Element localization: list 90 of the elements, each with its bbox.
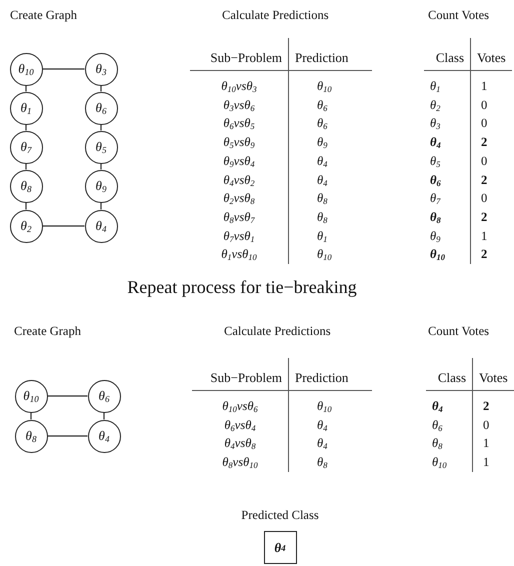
prediction-text: θ$_{10}$ xyxy=(317,399,332,413)
sub-problem-text: θ$_{3}$vsθ$_{6}$ xyxy=(223,98,255,112)
prediction-text: θ$_{4}$ xyxy=(317,154,328,168)
prediction-text: θ$_{6}$ xyxy=(317,116,328,130)
graph-node-circle: θ$_{5}$ xyxy=(84,130,118,164)
vote-count: 1 xyxy=(483,436,490,450)
vote-count: 0 xyxy=(483,418,490,432)
graph-node-circle: θ$_{7}$ xyxy=(10,130,42,164)
vote-count: 1 xyxy=(483,455,490,470)
vote-count: 0 xyxy=(481,191,488,206)
graph-node-circle: θ$_{6}$ xyxy=(84,92,118,124)
column-header: Prediction xyxy=(288,358,372,391)
class-text: θ$_{3}$ xyxy=(430,116,440,130)
graph-node-circle: θ$_{4}$ xyxy=(84,210,118,242)
section-heading: Calculate Predictions xyxy=(224,324,331,339)
vote-count: 2 xyxy=(481,172,488,187)
sub-problem-text: θ$_{10}$vsθ$_{3}$ xyxy=(221,79,257,93)
sub-problem-text: θ$_{6}$vsθ$_{4}$ xyxy=(224,418,256,432)
column-header: Class xyxy=(426,358,472,391)
section-heading: Count Votes xyxy=(428,324,490,339)
sub-problem-text: θ$_{4}$vsθ$_{8}$ xyxy=(224,436,256,450)
connector-line xyxy=(48,395,88,397)
graph-node-circle: θ$_{8}$ xyxy=(14,420,48,452)
vote-count: 1 xyxy=(481,79,488,93)
prediction-text: θ$_{10}$ xyxy=(317,247,332,262)
graph-node-circle: θ$_{4}$ xyxy=(88,420,120,452)
class-text: θ$_{8}$ xyxy=(432,436,442,450)
sub-problem-text: θ$_{4}$vsθ$_{2}$ xyxy=(223,172,255,187)
sub-problem-text: θ$_{2}$vsθ$_{8}$ xyxy=(223,191,255,206)
vote-count: 2 xyxy=(481,247,488,262)
graph-node-circle: θ$_{9}$ xyxy=(84,170,118,202)
prediction-text: θ$_{1}$ xyxy=(317,228,328,243)
sub-problem-text: θ$_{5}$vsθ$_{9}$ xyxy=(223,135,255,150)
section-heading: Count Votes xyxy=(428,8,490,23)
vote-count: 0 xyxy=(481,116,488,130)
class-text: θ$_{10}$ xyxy=(430,247,445,262)
title: Repeat process for tie−breaking xyxy=(127,277,357,297)
graph-node-circle: θ$_{10}$ xyxy=(10,52,42,86)
sub-problem-text: θ$_{8}$vsθ$_{7}$ xyxy=(223,210,255,224)
class-text: θ$_{5}$ xyxy=(430,154,440,168)
connector-line xyxy=(48,435,88,437)
class-text: θ$_{10}$ xyxy=(432,455,447,470)
column-header: Sub−Problem xyxy=(190,38,288,71)
column-header: Prediction xyxy=(288,38,372,71)
prediction-text: θ$_{8}$ xyxy=(317,210,328,224)
sub-problem-text: θ$_{9}$vsθ$_{4}$ xyxy=(223,154,255,168)
column-header: Class xyxy=(424,38,470,71)
graph-node-circle: θ$_{1}$ xyxy=(10,92,42,124)
class-text: θ$_{2}$ xyxy=(430,98,440,112)
column-header: Votes xyxy=(472,358,514,391)
prediction-text: θ$_{8}$ xyxy=(317,455,328,470)
sub-problem-text: θ$_{7}$vsθ$_{1}$ xyxy=(223,228,255,243)
vote-count: 1 xyxy=(481,228,488,243)
sub-problem-text: θ$_{10}$vsθ$_{6}$ xyxy=(222,399,258,413)
sub-problem-text: θ$_{6}$vsθ$_{5}$ xyxy=(223,116,255,130)
class-text: θ$_{6}$ xyxy=(430,172,441,187)
class-text: θ$_{6}$ xyxy=(432,418,442,432)
connector-line xyxy=(42,225,84,227)
prediction-text: θ$_{8}$ xyxy=(317,191,328,206)
section-heading: Create Graph xyxy=(14,324,81,339)
connector-line xyxy=(42,68,84,70)
section-heading: Calculate Predictions xyxy=(222,8,329,23)
column-header: Votes xyxy=(470,38,512,71)
class-text: θ$_{7}$ xyxy=(430,191,440,206)
class-text: θ$_{8}$ xyxy=(430,210,441,224)
graph-node-circle: θ$_{2}$ xyxy=(10,210,42,242)
vote-count: 2 xyxy=(481,210,488,224)
sub-problem-text: θ$_{8}$vsθ$_{10}$ xyxy=(222,455,258,470)
prediction-text: θ$_{4}$ xyxy=(317,418,328,432)
class-text: θ$_{1}$ xyxy=(430,79,440,93)
column-header: Sub−Problem xyxy=(192,358,288,391)
prediction-text: θ$_{10}$ xyxy=(317,79,332,93)
sub-problem-text: θ$_{1}$vsθ$_{10}$ xyxy=(221,247,257,262)
graph-node-circle: θ$_{10}$ xyxy=(14,380,48,412)
vote-count: 0 xyxy=(481,98,488,112)
graph-node-circle: θ$_{6}$ xyxy=(88,380,120,412)
prediction-text: θ$_{4}$ xyxy=(317,172,328,187)
vote-count: 0 xyxy=(481,154,488,168)
graph-node-circle: θ$_{8}$ xyxy=(10,170,42,202)
graph-node-circle: θ$_{3}$ xyxy=(84,52,118,86)
prediction-text: θ$_{9}$ xyxy=(317,135,328,150)
prediction-text: θ$_{4}$ xyxy=(317,436,328,450)
vote-count: 2 xyxy=(483,399,490,413)
class-text: θ$_{9}$ xyxy=(430,228,440,243)
section-heading: Create Graph xyxy=(10,8,77,23)
vote-count: 2 xyxy=(481,135,488,150)
prediction-text: θ$_{6}$ xyxy=(317,98,328,112)
class-text: θ$_{4}$ xyxy=(430,135,441,150)
section-heading: Predicted Class xyxy=(241,508,319,523)
class-text: θ$_{4}$ xyxy=(432,399,443,413)
